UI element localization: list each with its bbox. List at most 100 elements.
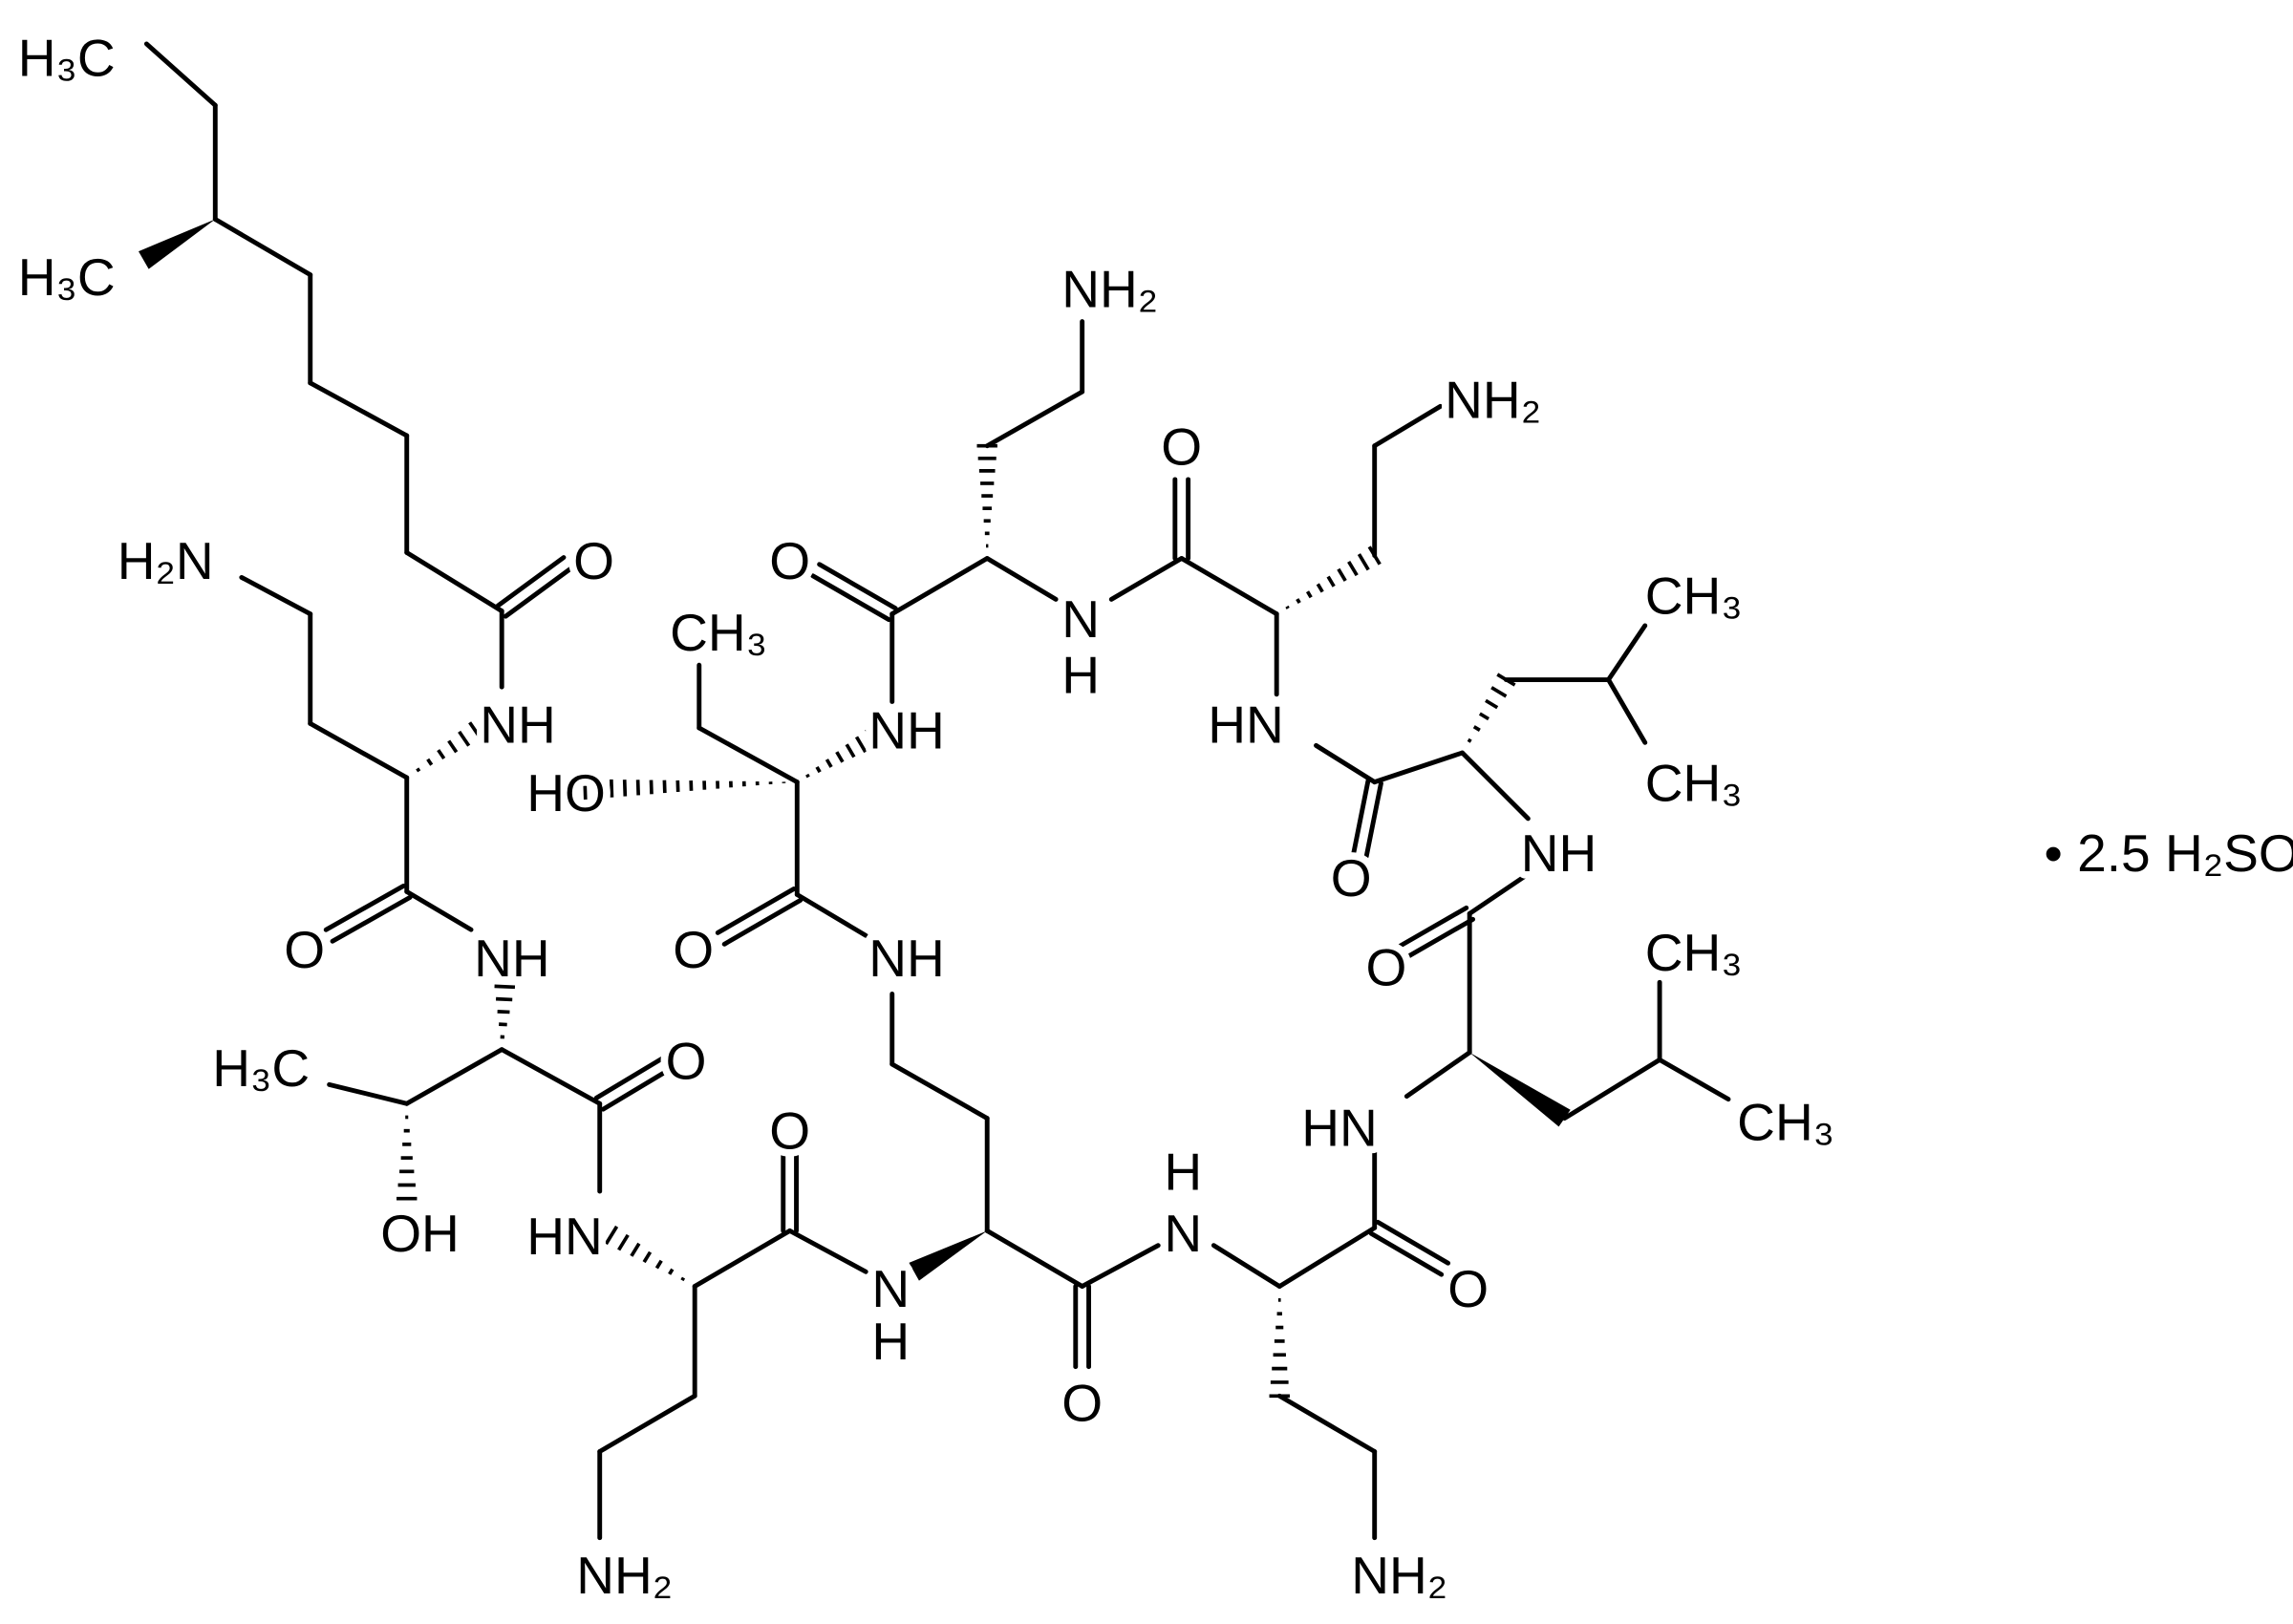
atom-label: O [769,531,810,590]
atom-label: O [1061,1373,1103,1432]
hashed-bond [854,736,868,754]
atom-label: NH [474,929,550,988]
single-bond [984,389,1085,449]
single-bond [327,1081,410,1106]
hashed-bond [1467,737,1472,743]
single-bond [1080,1243,1161,1289]
atom-label: O [666,1031,707,1090]
atom-label: HN [526,1207,603,1266]
atom-label: CH₃ [1645,566,1743,626]
hashed-bond [1472,725,1481,732]
single-bond [1276,1225,1378,1289]
single-bond [984,1228,1085,1289]
hashed-bond [825,759,833,768]
double-bond [330,894,413,944]
hashed-bond [609,779,614,798]
hashed-bond [668,1268,675,1275]
atom-label: N [1061,589,1100,649]
hashed-bond [1490,686,1508,698]
hashed-bond [1316,583,1324,593]
atom-label: O [573,531,614,590]
single-bond [889,1061,990,1122]
double-bond [503,566,574,619]
single-bond [1372,403,1444,449]
atom-label: H₂N [118,531,214,590]
single-bond [499,1047,603,1106]
atom-label: H₃C [18,247,116,307]
hashed-bond [596,779,601,799]
single-bond [1606,677,1648,745]
hashed-bond [604,1225,619,1246]
atom-label: N [1164,1204,1202,1263]
single-bond [889,556,990,617]
atom-label: O [769,1101,810,1161]
hashed-bond [447,739,459,754]
double-bond [1363,780,1383,859]
hashed-bond [1357,553,1370,571]
single-bond [212,217,313,278]
single-bond [794,892,868,938]
single-bond [1404,1050,1472,1100]
single-bond [308,720,410,780]
atom-label: NH [868,700,945,759]
atom-label: H₃C [212,1038,310,1098]
atom-label: N [871,1259,910,1318]
atom-label: HN [1208,694,1284,754]
double-bond [817,562,898,611]
single-bond [1460,750,1531,822]
atom-label: HO [526,763,606,823]
hashed-bond [680,1276,686,1282]
hashed-bond [865,728,879,748]
double-bond [1395,905,1469,951]
double-bond [1402,916,1476,962]
single-bond [404,888,474,932]
atom-label: O [673,920,714,979]
double-bond [810,573,891,623]
atom-label: H [871,1312,910,1371]
atom-label: NH [868,929,945,988]
wedge-bond [139,219,216,269]
atom-label: H₃C [18,29,116,88]
single-bond [1314,742,1378,785]
single-bond [404,549,504,614]
atom-label: CH₃ [1645,923,1743,982]
double-bond [715,887,797,935]
atom-label: NH₂ [1061,259,1158,318]
atom-label: O [1366,937,1407,996]
atom-label: NH₂ [1351,1546,1447,1605]
single-bond [1276,1393,1378,1454]
atom-label: CH₃ [670,603,767,662]
wedge-bond [1469,1052,1571,1127]
atom-label: NH₂ [1445,371,1541,430]
hashed-bond [1496,673,1516,687]
hashed-bond [426,758,434,766]
double-bond [593,1056,665,1100]
hashed-bond [497,1010,510,1015]
hashed-bond [630,1242,641,1257]
hashed-bond [494,984,516,990]
atom-label: O [1447,1259,1489,1318]
hashed-bond [583,779,588,801]
atom-label: NH [1521,823,1597,883]
hashed-bond [845,743,856,759]
hashed-bond [1347,560,1359,577]
hashed-bond [1478,712,1490,721]
hashed-bond [654,1259,663,1270]
hashed-bond [1305,590,1313,599]
hashed-bond [815,765,822,774]
double-bond [1375,1219,1451,1266]
atom-labels: H₃C H₃C O NH H₂N O NH H₃C OH O HN NH₂ O … [11,21,2293,1613]
atom-label: H [1061,645,1100,704]
hashed-bond [496,996,513,1002]
single-bond [308,380,410,438]
hashed-bond [1285,605,1290,609]
single-bond [984,556,1059,602]
single-bond [692,1228,793,1289]
hashed-bond [642,1250,653,1264]
single-bond [787,1228,868,1274]
hashed-bond [1367,545,1382,566]
double-bond [323,883,406,932]
hashed-bond [416,767,421,773]
atom-label: HN [1301,1099,1378,1158]
single-bond [1108,556,1185,602]
